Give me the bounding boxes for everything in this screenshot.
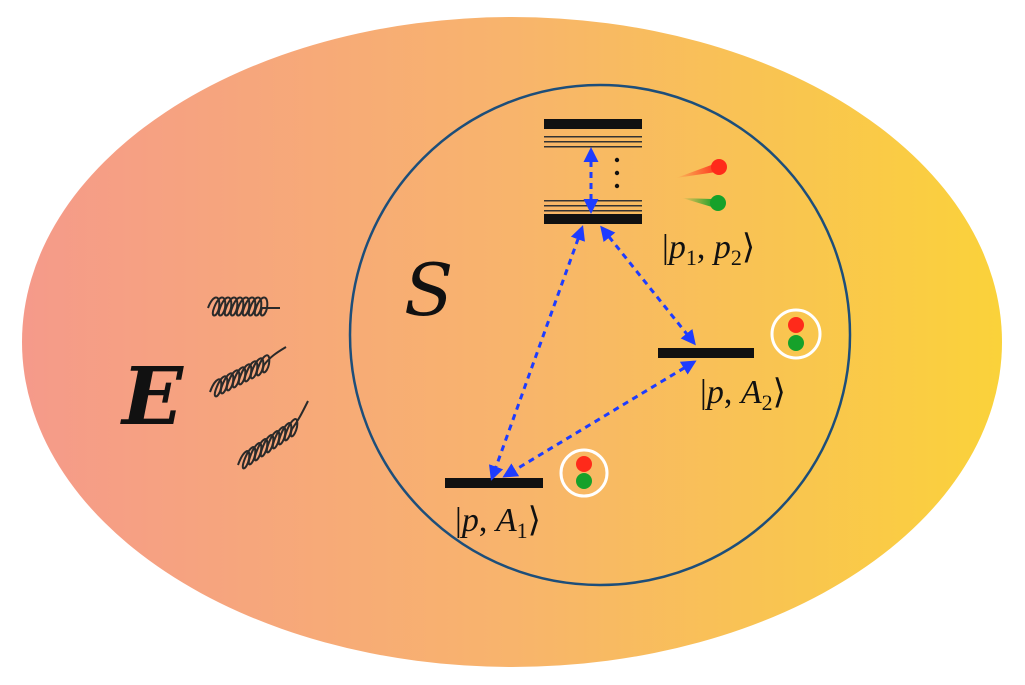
coupling-springs (207, 296, 309, 470)
free-particles (676, 159, 727, 211)
particle-green-icon (788, 335, 804, 351)
spring-middle (209, 346, 287, 398)
spring-bottom (237, 400, 309, 470)
transition-arrows (489, 147, 697, 481)
system-circle (348, 83, 852, 587)
spring-top (207, 296, 280, 317)
continuum-upper-level (544, 119, 642, 129)
particle-red-icon (711, 159, 727, 175)
particle-green-icon (710, 195, 726, 211)
state-label-a1: |p, A1⟩ (455, 502, 541, 543)
bound-pair-ring (770, 308, 822, 360)
level-a1 (445, 478, 543, 488)
bound-pair-ring (559, 448, 609, 498)
level-a2 (658, 348, 754, 358)
state-label-continuum: |p1, p2⟩ (662, 229, 755, 270)
bound-pair-a1 (559, 448, 609, 498)
continuum-ellipsis-dot (614, 183, 620, 189)
arrow-continuum-to-a2 (600, 225, 696, 346)
particle-red-icon (576, 456, 592, 472)
state-label-a2: |p, A2⟩ (700, 374, 786, 415)
environment-label: E (120, 349, 184, 443)
arrow-a2-to-a1 (502, 360, 697, 478)
particle-green-icon (576, 473, 592, 489)
continuum-lower-level (544, 214, 642, 224)
continuum-ellipsis-dot (614, 157, 620, 163)
bound-pair-a2 (770, 308, 822, 360)
particle-red-icon (788, 317, 804, 333)
continuum-ellipsis-dot (614, 170, 620, 176)
system-label: S (404, 248, 453, 332)
